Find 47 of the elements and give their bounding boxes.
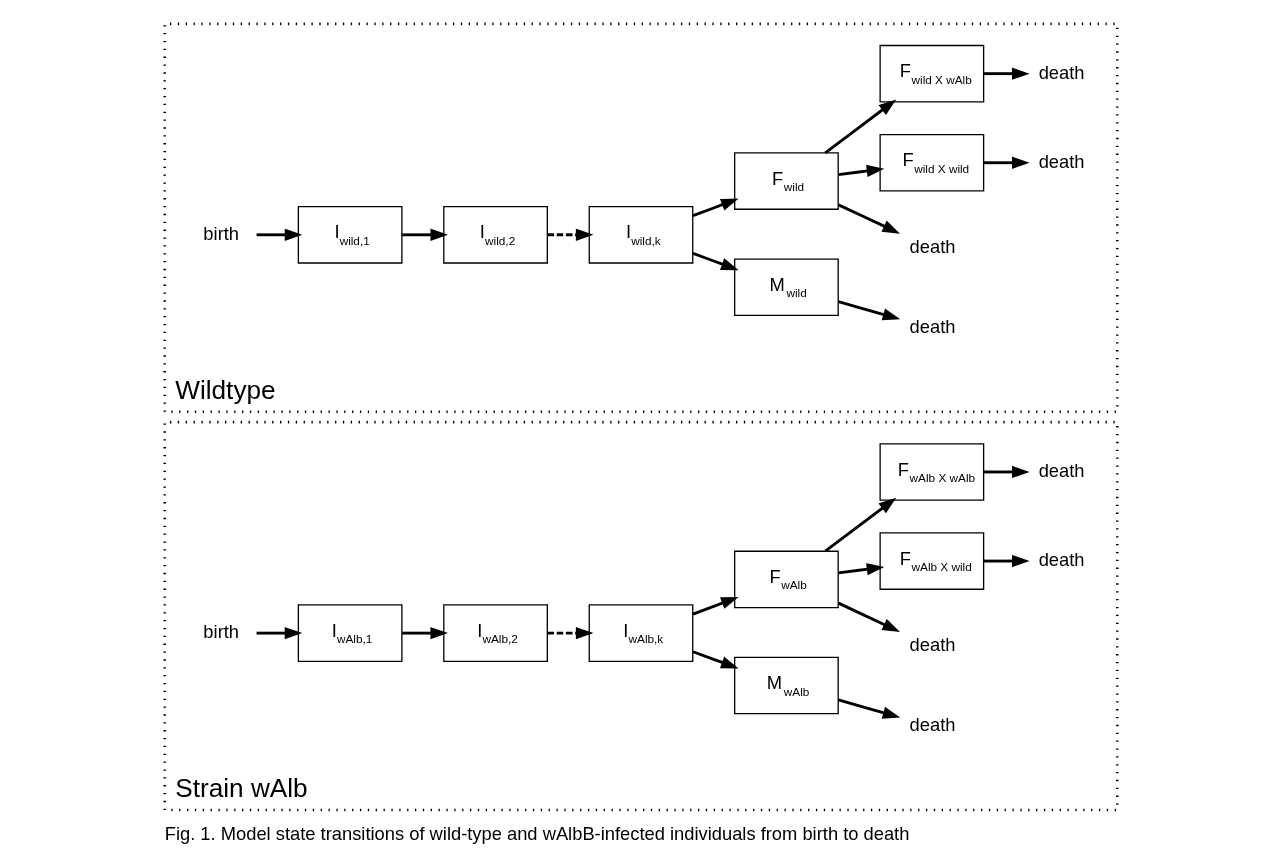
arrow bbox=[837, 203, 900, 234]
arrow bbox=[823, 497, 896, 553]
node-box: F$_{wAlb X wAlb}$ bbox=[878, 443, 984, 501]
arrow bbox=[692, 198, 739, 218]
node-text: death bbox=[1038, 61, 1085, 83]
arrow bbox=[256, 228, 302, 241]
arrow bbox=[401, 626, 448, 640]
arrow bbox=[837, 164, 884, 178]
caption: Fig. 1. Model state transitions of wild-type and wAlbB-infected individuals from birth to death bbox=[164, 823, 909, 845]
arrow bbox=[547, 228, 593, 241]
node-text: birth bbox=[202, 222, 239, 244]
arrow bbox=[983, 465, 1030, 479]
arrow bbox=[837, 698, 900, 719]
node-text: birth bbox=[202, 620, 239, 642]
node-text: death bbox=[1038, 459, 1085, 481]
node-box: F$_{wild X wAlb}$ bbox=[878, 44, 984, 103]
arrow bbox=[256, 626, 302, 640]
node-text: death bbox=[909, 714, 955, 735]
arrow bbox=[983, 554, 1030, 568]
node-box: I$_{wild,k}$ bbox=[588, 206, 693, 264]
node-box: F$_{wAlb}$ bbox=[733, 550, 839, 609]
node-box: I$_{wAlb,1}$ bbox=[297, 604, 403, 662]
arrow bbox=[837, 563, 884, 576]
arrow bbox=[837, 300, 900, 321]
arrow bbox=[692, 252, 739, 271]
node-text: death bbox=[909, 315, 955, 337]
node-box: F$_{wild}$ bbox=[733, 152, 839, 210]
node-box: I$_{wild,2}$ bbox=[442, 206, 548, 264]
node-box: I$_{wild,1}$ bbox=[297, 206, 403, 264]
arrow bbox=[401, 228, 448, 241]
arrow bbox=[983, 156, 1030, 169]
arrow bbox=[823, 99, 896, 154]
node-text: death bbox=[1038, 548, 1085, 570]
node-box: I$_{wAlb,k}$ bbox=[588, 604, 693, 662]
arrow bbox=[692, 650, 739, 669]
arrow bbox=[837, 601, 900, 632]
node-box: M$_{wild}$ bbox=[733, 258, 839, 317]
node-box: F$_{wAlb X wild}$ bbox=[878, 532, 984, 590]
arrow bbox=[547, 626, 593, 640]
node-box: I$_{wAlb,2}$ bbox=[442, 604, 548, 662]
node-box: F$_{wild X wild}$ bbox=[878, 133, 984, 192]
arrow bbox=[983, 67, 1030, 80]
node-text: death bbox=[1038, 150, 1085, 172]
node-text: death bbox=[909, 634, 955, 656]
node-box: M$_{wAlb}$ bbox=[733, 656, 839, 715]
node-text: death bbox=[909, 235, 955, 257]
arrow bbox=[692, 596, 739, 616]
